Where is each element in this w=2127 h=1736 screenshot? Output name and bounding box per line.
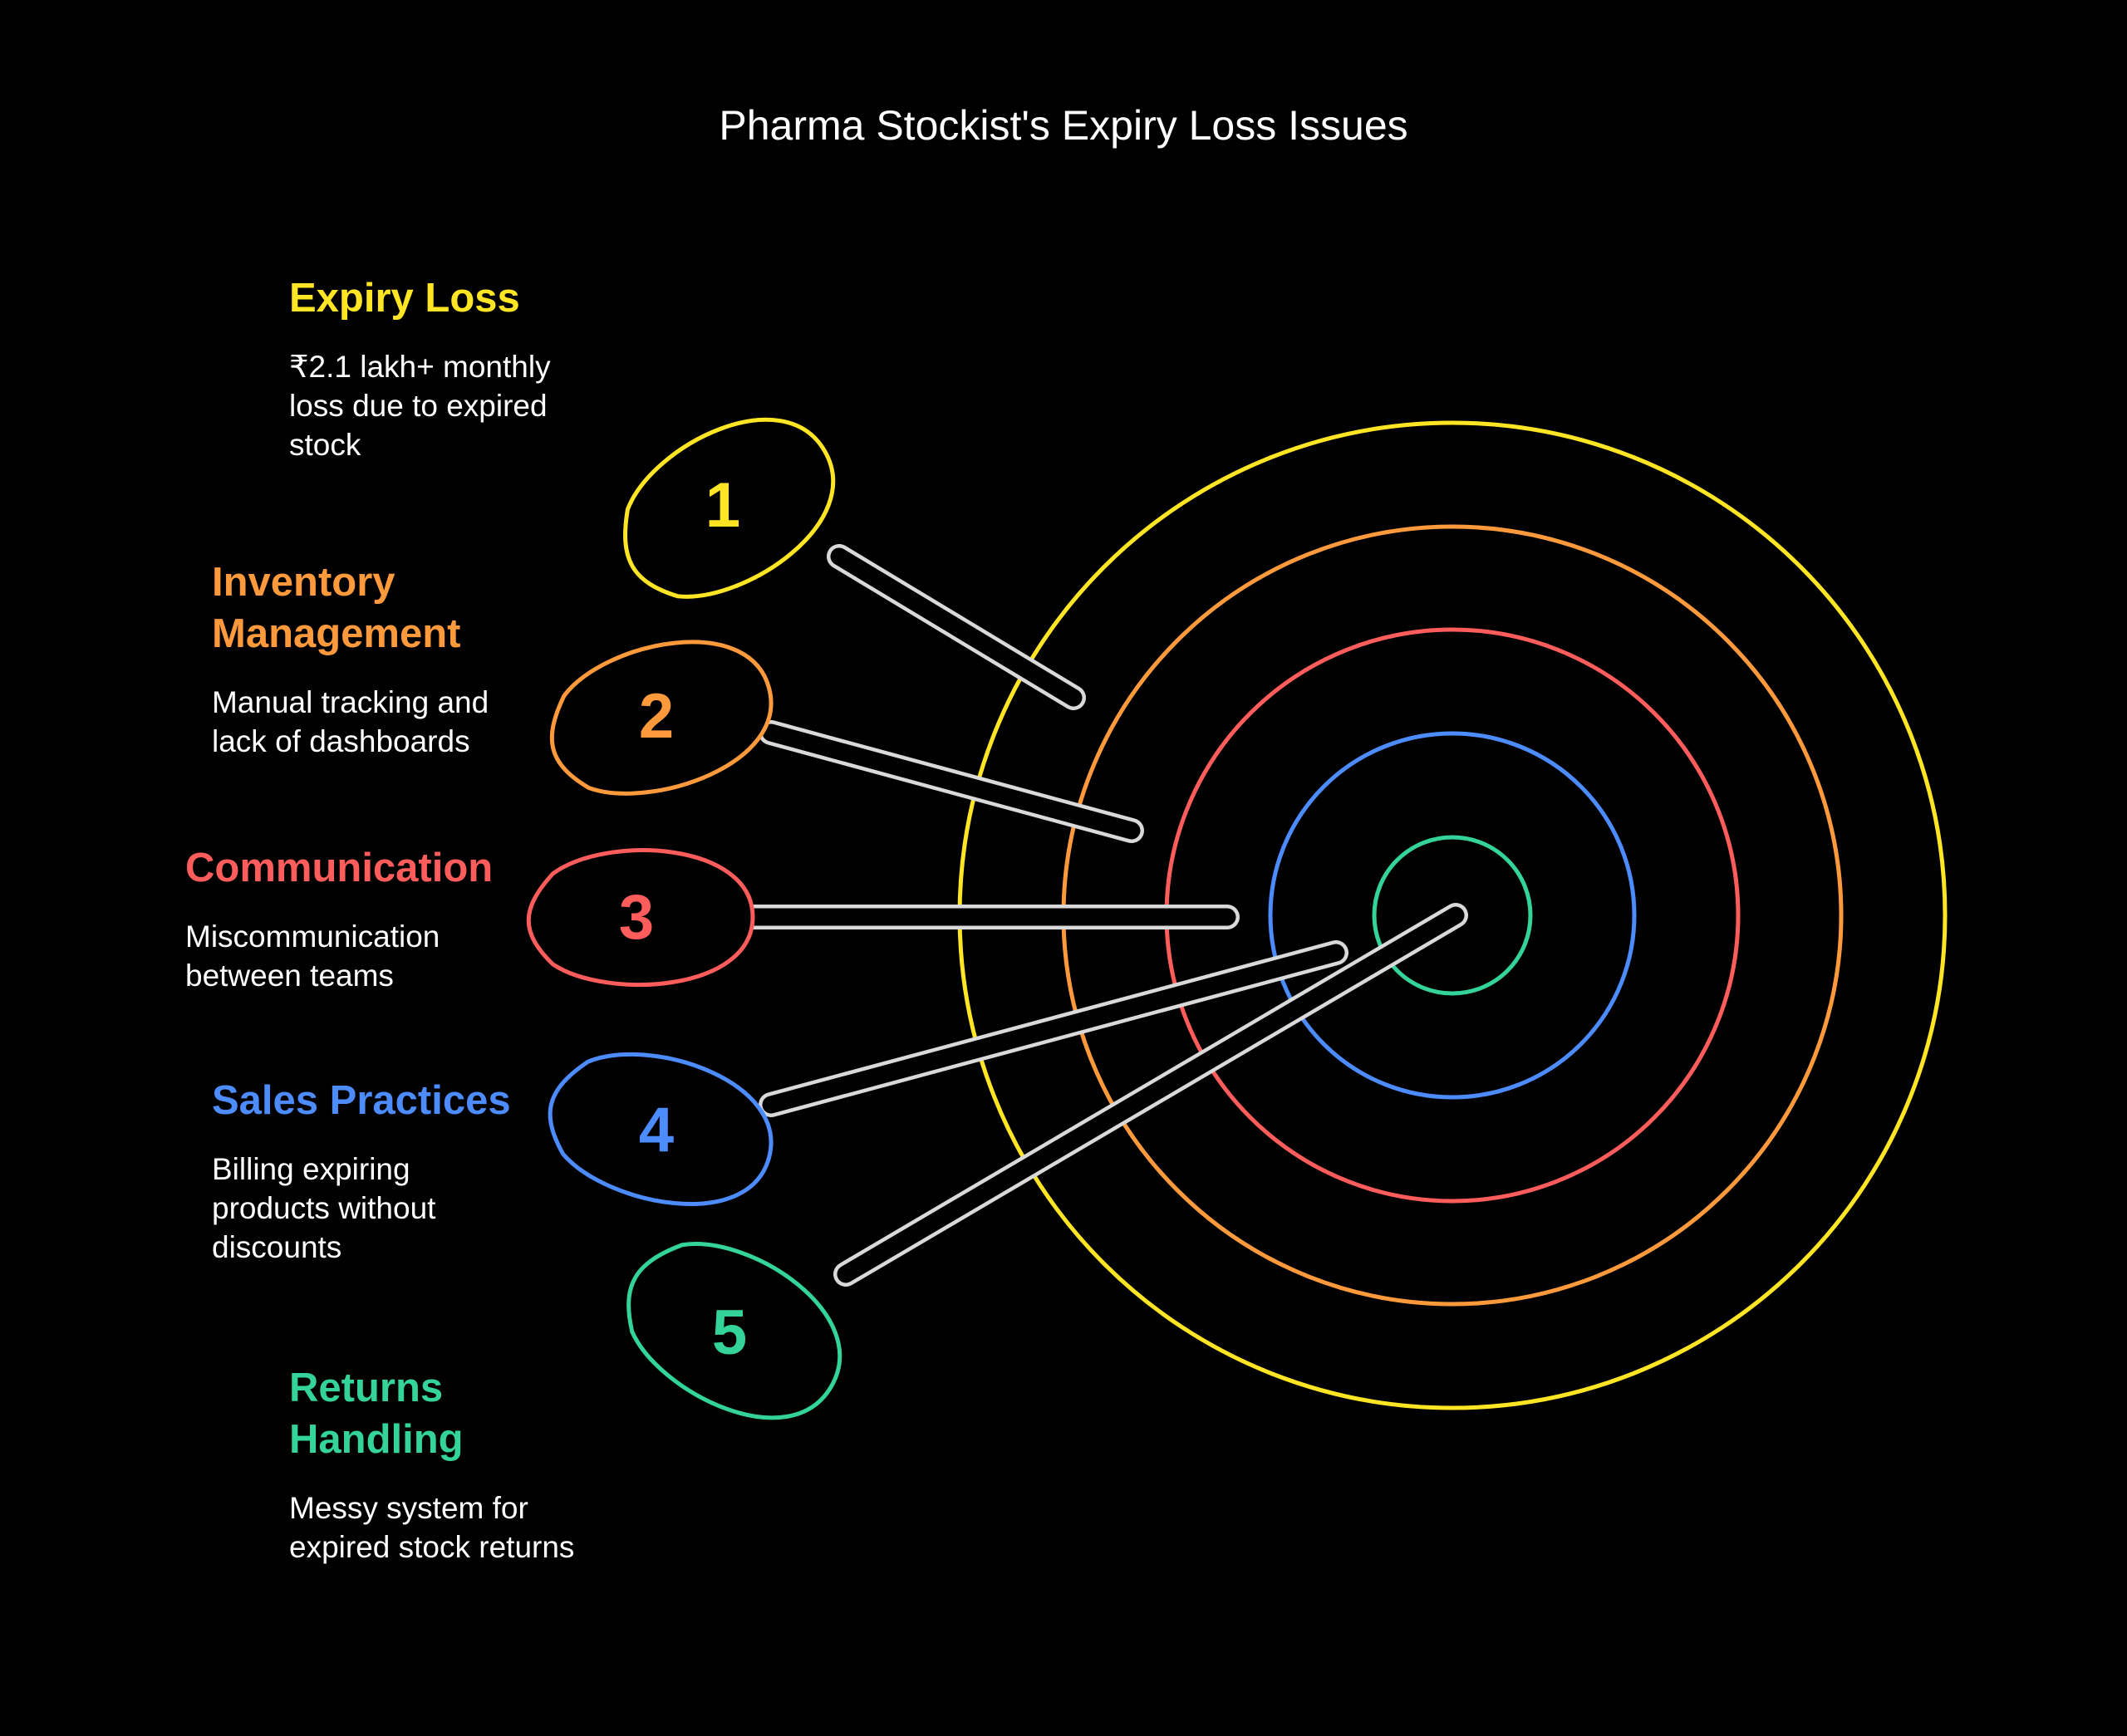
dart-number: 3: [619, 882, 654, 953]
item-heading: Expiry Loss: [289, 276, 520, 321]
dart-3: 3: [526, 848, 1240, 988]
item-sales-practices: Sales Practices Billing expiring product…: [212, 1075, 561, 1267]
item-heading: Inventory Management: [212, 560, 461, 656]
item-description: Billing expiring products without discou…: [212, 1152, 436, 1264]
dart-number: 2: [639, 681, 674, 752]
dart-number: 4: [639, 1095, 674, 1165]
dart-2: 2: [549, 640, 1144, 843]
dart-shaft-inner: [762, 723, 1141, 840]
dart-4: 4: [548, 940, 1348, 1206]
item-returns-handling: Returns Handling Messy system for expire…: [289, 1362, 621, 1567]
item-heading: Communication: [185, 846, 494, 890]
dart-flight: [548, 1052, 774, 1206]
item-description: Manual tracking and lack of dashboards: [212, 685, 489, 758]
dart-shaft-inner: [762, 944, 1345, 1114]
dart-shaft-inner: [837, 906, 1465, 1283]
dart-1: 1: [623, 417, 1086, 710]
item-heading: Returns Handling: [289, 1366, 464, 1462]
dart-5: 5: [626, 903, 1468, 1420]
dart-flight: [623, 417, 836, 599]
dart-flight: [526, 848, 755, 988]
item-description: Messy system for expired stock returns: [289, 1491, 575, 1564]
dart-shaft-inner: [830, 547, 1083, 707]
dart-number: 5: [712, 1297, 747, 1368]
dart-flight: [549, 640, 774, 796]
dart-flight: [626, 1242, 842, 1420]
item-description: ₹2.1 lakh+ monthly loss due to expired s…: [289, 350, 551, 462]
item-heading: Sales Practices: [212, 1078, 511, 1123]
item-expiry-loss: Expiry Loss ₹2.1 lakh+ monthly loss due …: [289, 272, 605, 464]
item-communication: Communication Miscommunication between t…: [185, 842, 518, 995]
dart-number: 1: [705, 470, 740, 541]
target-ring-green: [1372, 835, 1533, 996]
item-description: Miscommunication between teams: [185, 919, 440, 993]
target-ring-blue: [1268, 731, 1637, 1100]
page-title: Pharma Stockist's Expiry Loss Issues: [719, 102, 1408, 149]
item-inventory-management: Inventory Management Manual tracking and…: [212, 557, 544, 761]
darts: 1 2 3 4 5: [526, 417, 1468, 1420]
